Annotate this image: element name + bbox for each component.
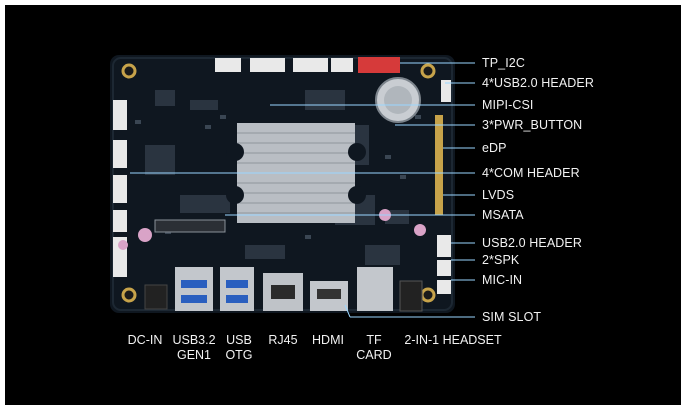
label-dc-in: DC-IN [127,333,163,347]
label-pwr-button: 3*PWR_BUTTON [482,118,583,132]
label-headset: 2-IN-1 HEADSET [404,333,502,347]
label-rj45: RJ45 [268,333,298,347]
label-hdmi: HDMI [312,333,344,347]
tp-i2c-connector [358,57,400,73]
label-edp: eDP [482,141,507,155]
dc-in-jack [144,284,168,310]
label-mic-in: MIC-IN [482,273,523,287]
usb-otg-port [220,267,254,311]
tf-card-slot [357,267,393,311]
usb32-port [175,267,213,311]
motherboard-photo [110,55,475,318]
label-msata: MSATA [482,208,524,222]
label-spk: 2*SPK [482,253,520,267]
photo-frame: TP_I2C 4*USB2.0 HEADER MIPI-CSI 3*PWR_BU… [5,5,681,405]
label-com-header: 4*COM HEADER [482,166,580,180]
headset-jack [399,280,423,312]
leader-lines [130,62,475,318]
label-lvds: LVDS [482,188,515,202]
label-tp-i2c: TP_I2C [482,56,525,70]
label-mipi-csi: MIPI-CSI [482,98,534,112]
label-4-usb20-header: 4*USB2.0 HEADER [482,76,594,90]
label-sim-slot: SIM SLOT [482,310,542,324]
label-usb20-header: USB2.0 HEADER [482,236,582,250]
